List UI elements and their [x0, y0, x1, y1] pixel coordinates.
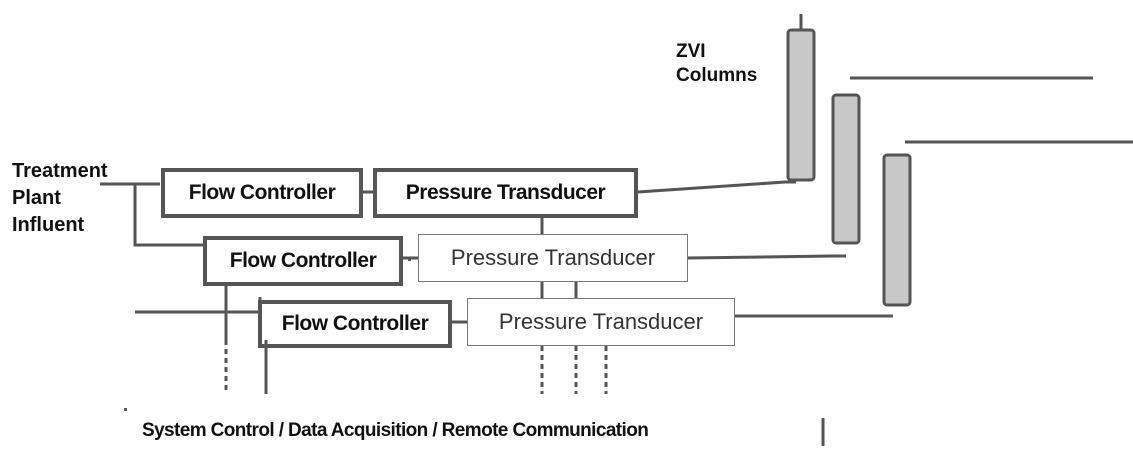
zvi-column-2 [831, 93, 861, 245]
pressure-transducer-2-label: Pressure Transducer [450, 245, 656, 270]
system-control-label-text: System Control / Data Acquisition / Remo… [142, 420, 649, 441]
flow-controller-2-label: Flow Controller [229, 249, 377, 272]
influent-label-line2: Plant [12, 187, 61, 209]
influent-label: Treatment Plant Influent [12, 158, 108, 239]
zvi-column-3 [882, 153, 912, 307]
system-control-label: System Control / Data Acquisition / Remo… [142, 420, 649, 442]
zvi-columns-label-line1: ZVI [676, 41, 706, 62]
flow-controller-1-label: Flow Controller [188, 181, 336, 204]
pressure-transducer-1-label: Pressure Transducer [405, 181, 606, 204]
flow-controller-3: Flow Controller [258, 300, 452, 348]
pressure-transducer-3-label: Pressure Transducer [498, 309, 704, 334]
outlet-pt2-column2 [687, 254, 846, 260]
outlet-pt1-column1 [637, 180, 796, 194]
branch-to-controller-2 [133, 184, 205, 247]
tick-mark-2 [408, 258, 411, 261]
pressure-transducer-3: Pressure Transducer [467, 298, 735, 346]
zvi-columns-label-line2: Columns [676, 65, 758, 86]
flow-controller-1: Flow Controller [161, 168, 363, 218]
zvi-column-1 [786, 28, 816, 182]
flow-controller-2: Flow Controller [203, 236, 403, 286]
influent-label-line1: Treatment [12, 160, 108, 182]
pressure-transducer-2: Pressure Transducer [418, 234, 688, 282]
tick-mark-1 [124, 408, 127, 411]
pressure-transducer-1: Pressure Transducer [373, 168, 638, 218]
flow-controller-3-label: Flow Controller [281, 312, 429, 335]
influent-label-line3: Influent [12, 214, 85, 236]
zvi-columns-label: ZVI Columns [676, 40, 757, 88]
